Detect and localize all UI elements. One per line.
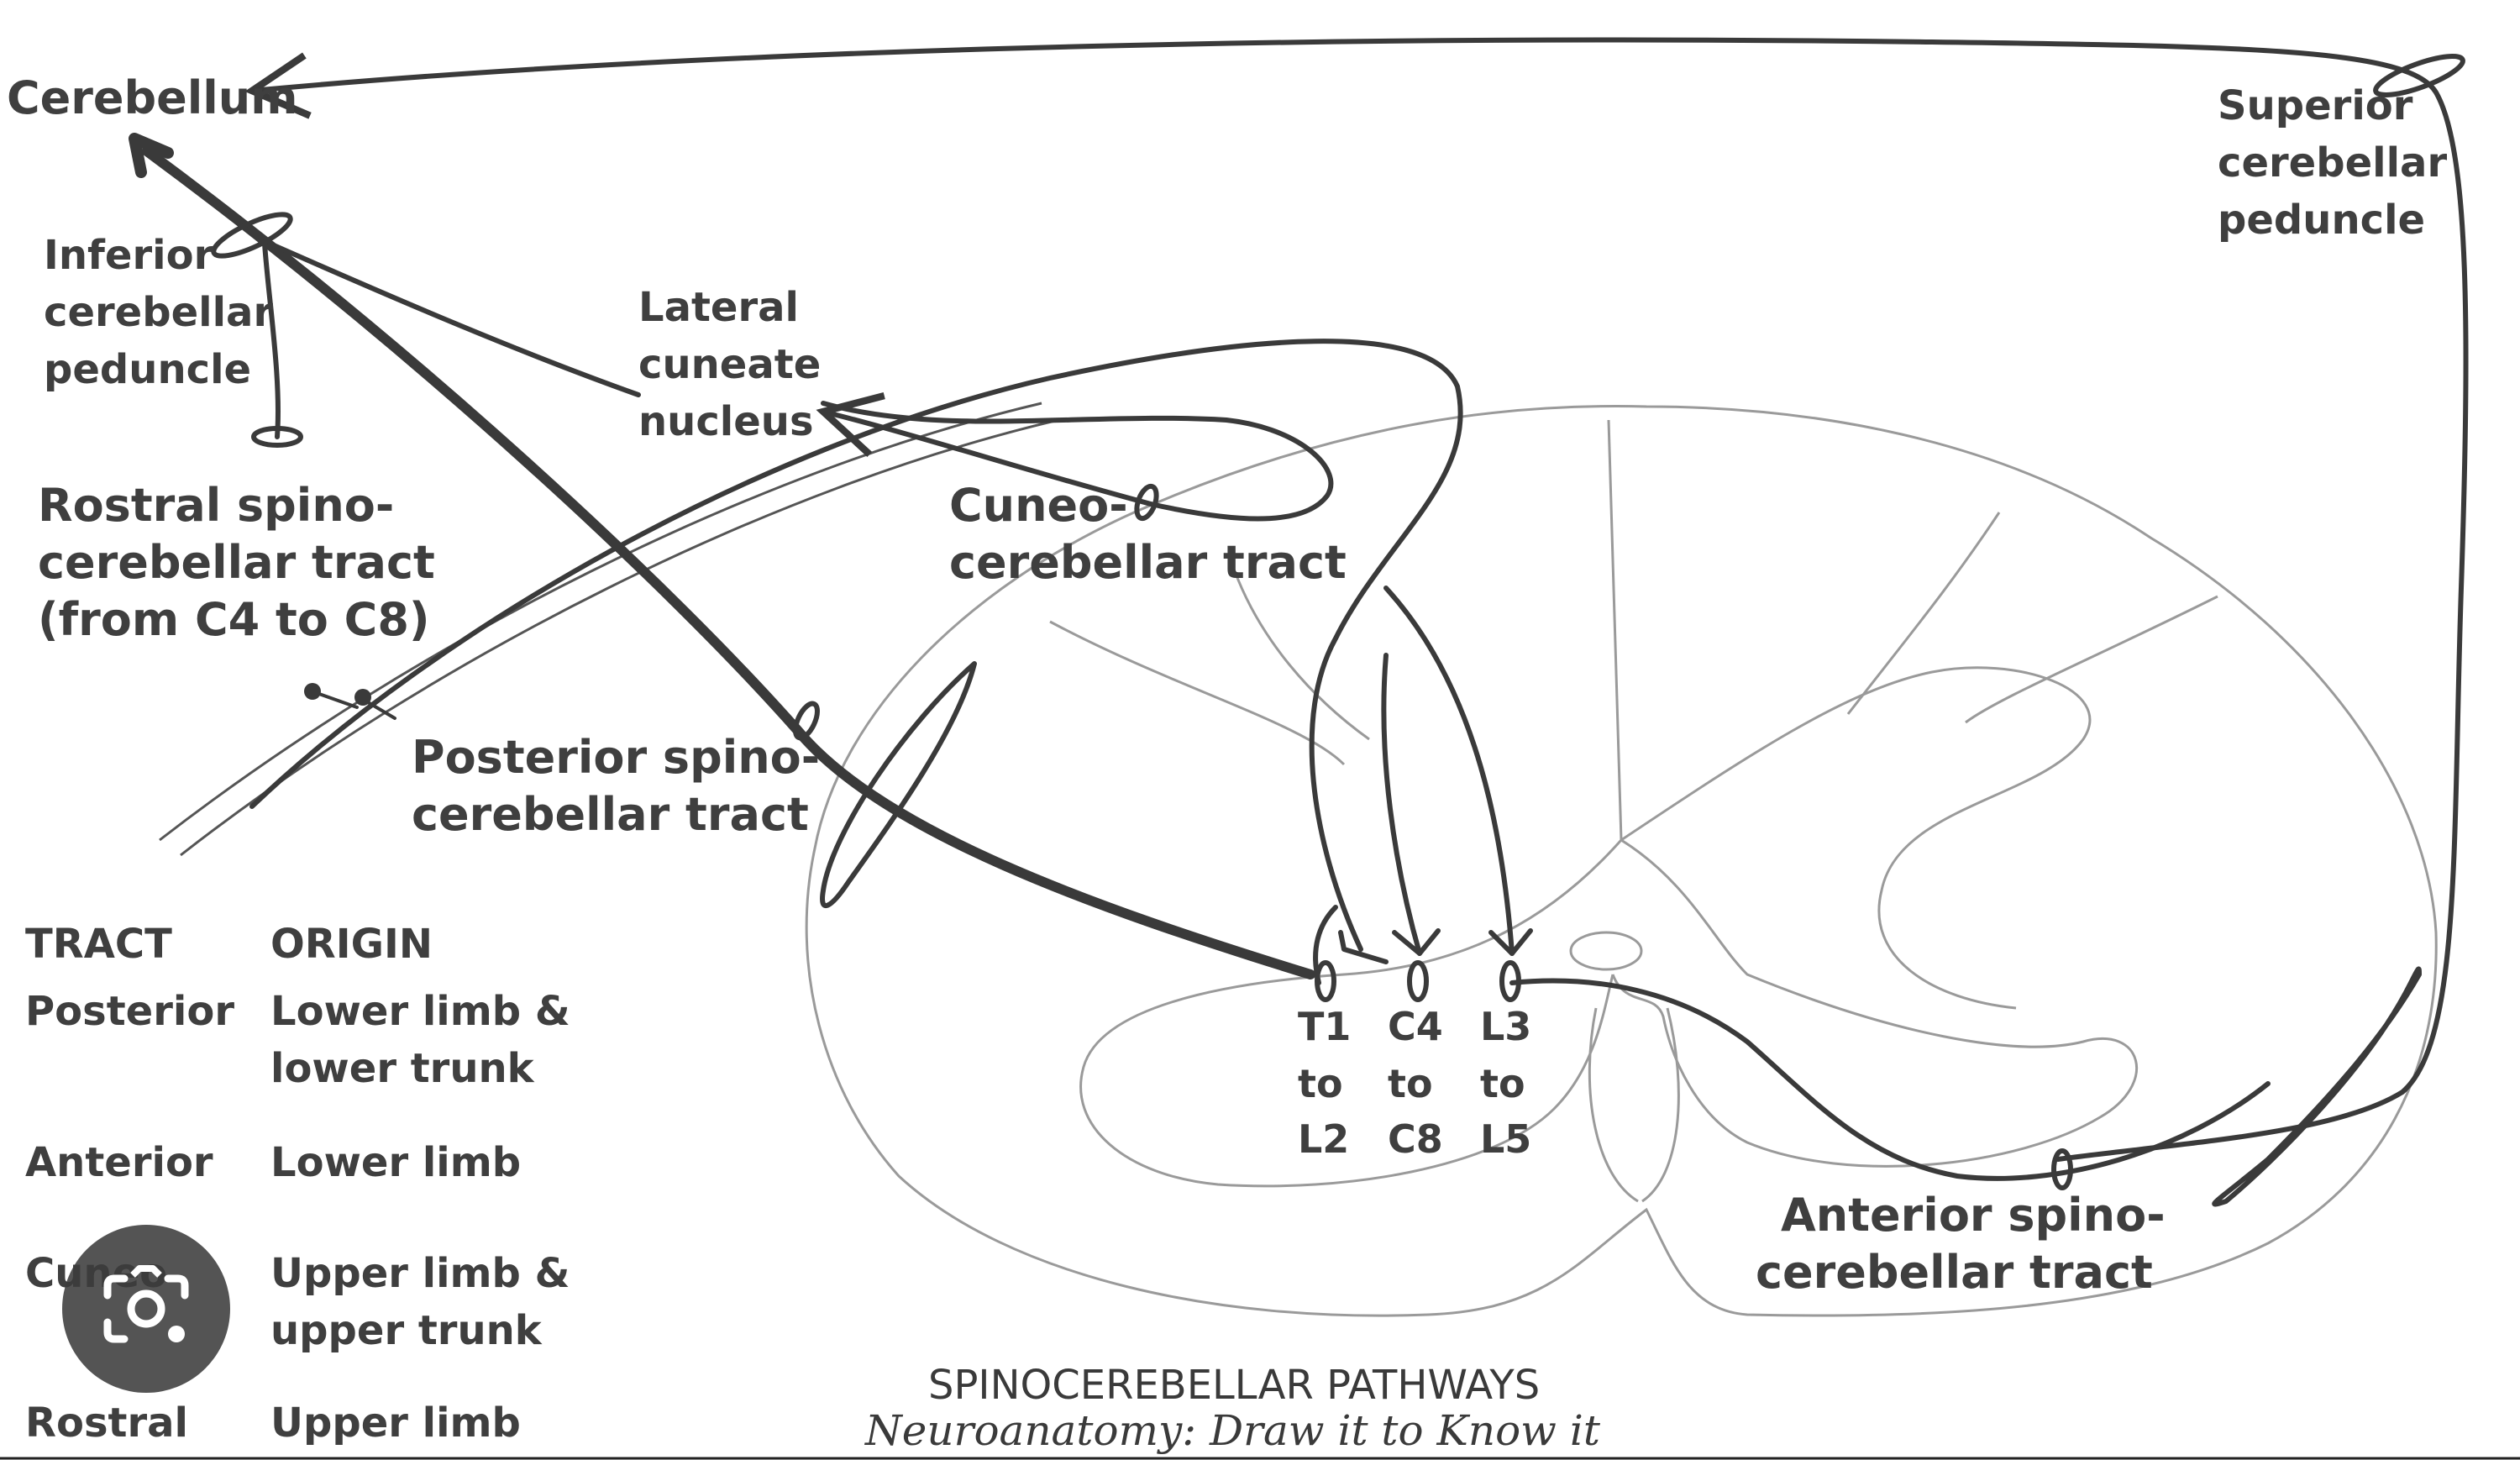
anterior-tract-loop (2212, 966, 2422, 1207)
svg-text:Cuneo-: Cuneo- (949, 479, 1128, 532)
dorsal-root (159, 402, 1059, 857)
dorsal-root-zone (1846, 512, 2001, 715)
table-header-origin: ORIGIN (270, 921, 433, 968)
caption-title: SPINOCEREBELLAR PATHWAYS (928, 1362, 1540, 1409)
table-row-posterior-origin-1: Lower limb & (270, 988, 570, 1035)
table-row-rostral-origin: Upper limb (270, 1400, 521, 1447)
anterior-median-fissure (1588, 1007, 1639, 1203)
arrowhead-cerebellum-main (129, 133, 174, 178)
svg-text:Lateral: Lateral (638, 284, 799, 331)
svg-text:cerebellar tract: cerebellar tract (1756, 1246, 2153, 1299)
svg-text:peduncle: peduncle (2218, 197, 2425, 244)
cuneo-loop (821, 401, 1334, 522)
rostral-arrowhead (1392, 928, 1441, 956)
spinal-cord-outline (805, 405, 2438, 1317)
label-superior-peduncle: Superior cerebellar peduncle (2218, 82, 2447, 244)
posterior-tract-marker (793, 701, 820, 741)
grey-matter-right (1611, 838, 2139, 1168)
label-cerebellum: Cerebellum (7, 71, 298, 124)
table-row-rostral-tract: Rostral (25, 1400, 188, 1447)
svg-text:Rostral spino-: Rostral spino- (38, 479, 394, 532)
svg-text:Anterior spino-: Anterior spino- (1781, 1189, 2166, 1242)
marker-l3 (1499, 960, 1521, 1002)
cuneocerebellar-path (249, 339, 1463, 952)
table-header-tract: TRACT (25, 921, 172, 968)
origin-markers (1315, 960, 1521, 1002)
svg-text:to: to (1480, 1061, 1525, 1106)
label-anterior-tract: Anterior spino- cerebellar tract (1756, 1189, 2166, 1299)
rostral-arrow-c4c8 (1381, 653, 1422, 956)
tract-origin-table: TRACT ORIGIN Posterior Lower limb & lowe… (25, 921, 570, 1447)
posterior-intermediate-septum-right (1965, 595, 2218, 724)
svg-text:T1: T1 (1298, 1004, 1351, 1049)
svg-text:to: to (1298, 1061, 1343, 1106)
anterior-fissure-right (1641, 1007, 1680, 1203)
l3l5-arrowhead (1488, 928, 1533, 956)
posterior-spinocerebellar-loop (820, 661, 977, 909)
caption-subtitle: Neuroanatomy: Draw it to Know it (864, 1406, 1601, 1455)
svg-text:cerebellar: cerebellar (2218, 139, 2447, 186)
cuneo-marker (1134, 483, 1159, 522)
svg-text:C4: C4 (1388, 1004, 1443, 1049)
table-row-anterior-tract: Anterior (25, 1139, 213, 1186)
svg-text:Superior: Superior (2218, 82, 2413, 129)
central-canal (1569, 931, 1643, 971)
svg-text:cerebellar tract: cerebellar tract (38, 536, 435, 589)
svg-text:Inferior: Inferior (44, 232, 214, 279)
svg-text:cerebellar tract: cerebellar tract (412, 788, 809, 841)
camera-search-icon (103, 1265, 189, 1343)
marker-c4 (1407, 960, 1429, 1002)
label-posterior-tract: Posterior spino- cerebellar tract (412, 731, 820, 841)
label-rostral-tract: Rostral spino- cerebellar tract (from C4… (38, 479, 435, 646)
label-inferior-peduncle: Inferior cerebellar peduncle (44, 232, 273, 393)
marker-t1 (1315, 960, 1336, 1002)
posterior-grey-left (1233, 570, 1370, 741)
svg-text:C8: C8 (1388, 1116, 1443, 1162)
svg-text:L3: L3 (1480, 1004, 1531, 1049)
icp-marker (211, 212, 293, 259)
tract-lines (129, 37, 2469, 1207)
table-row-cuneo-origin-2: upper trunk (270, 1307, 543, 1354)
to-lateral-cuneate (816, 392, 1153, 507)
segment-label-l3-l5: L3 to L5 (1480, 1004, 1531, 1162)
table-row-anterior-origin: Lower limb (270, 1139, 521, 1186)
segment-label-t1-l2: T1 to L2 (1298, 1004, 1351, 1162)
svg-text:cuneate: cuneate (638, 341, 821, 388)
segment-label-c4-c8: C4 to C8 (1388, 1004, 1443, 1162)
table-row-posterior-origin-2: lower trunk (270, 1045, 535, 1092)
table-row-posterior-tract: Posterior (25, 988, 234, 1035)
svg-text:L2: L2 (1298, 1116, 1349, 1162)
table-row-cuneo-origin-1: Upper limb & (270, 1250, 570, 1297)
posterior-intermediate-septum-left (1049, 620, 1346, 766)
lateral-cuneate-to-icp (258, 237, 641, 397)
svg-text:Posterior spino-: Posterior spino- (412, 731, 820, 784)
l3l5-arrow (1383, 586, 1515, 956)
svg-text:(from C4 to C8): (from C4 to C8) (38, 593, 430, 646)
anterior-tract-marker (2051, 1148, 2073, 1190)
label-lateral-cuneate: Lateral cuneate nucleus (638, 284, 821, 445)
svg-text:L5: L5 (1480, 1116, 1531, 1162)
svg-text:to: to (1388, 1061, 1433, 1106)
google-lens-icon[interactable] (62, 1225, 230, 1393)
label-cuneo-tract: Cuneo- cerebellar tract (949, 479, 1347, 589)
rostral-marker (251, 426, 303, 448)
cuneo-arrowhead (1338, 930, 1389, 964)
arrow-to-cerebellum-main (142, 146, 1315, 979)
posterior-median-septum (1607, 419, 1623, 841)
svg-text:nucleus: nucleus (638, 398, 814, 445)
anterior-spinocerebellar-path (1509, 978, 2271, 1181)
svg-text:cerebellar tract: cerebellar tract (949, 536, 1347, 589)
rostral-to-icp (262, 241, 281, 439)
superior-peduncle-marker (2373, 54, 2465, 97)
svg-text:peduncle: peduncle (44, 346, 251, 393)
superior-peduncle-pathway (244, 37, 2469, 1162)
posterior-horn-right (1620, 666, 2092, 1010)
svg-text:cerebellar: cerebellar (44, 289, 273, 336)
